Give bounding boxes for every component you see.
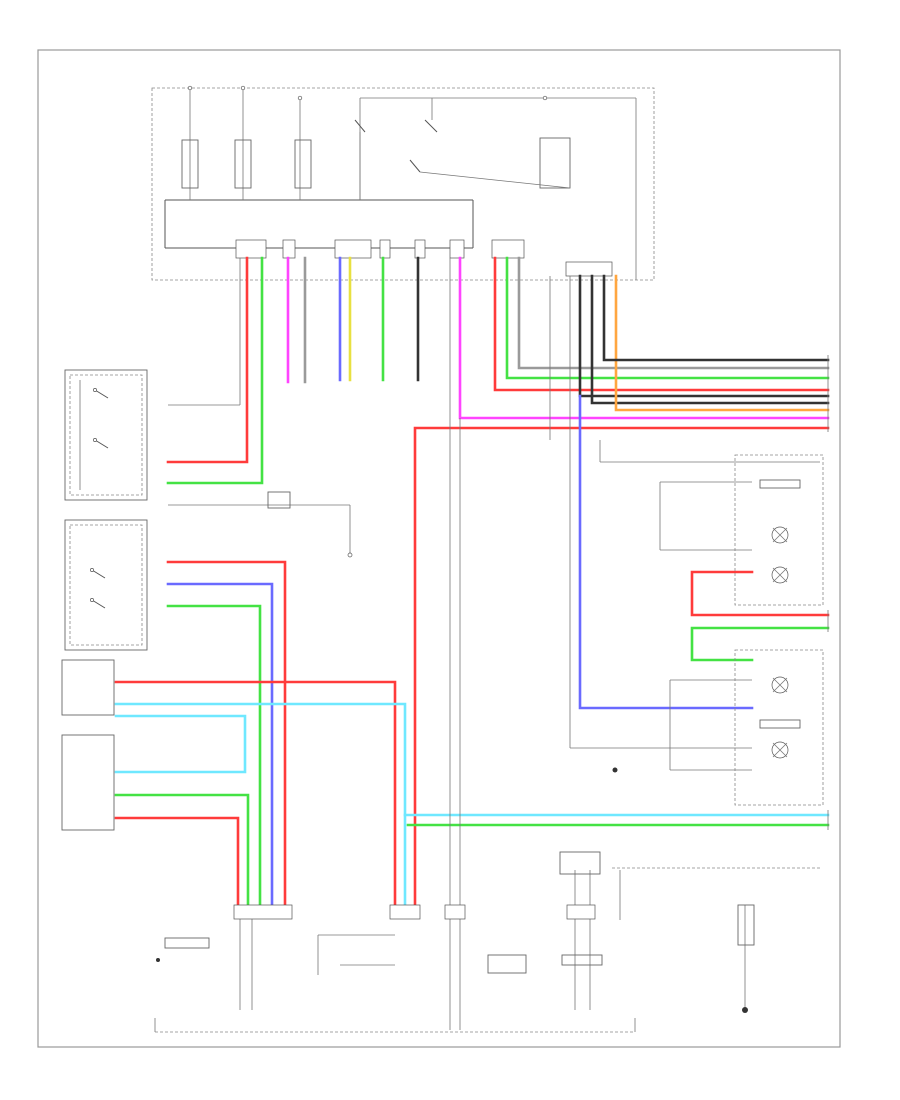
fuse-relay-block	[151, 85, 655, 281]
wire-black-right-3	[602, 274, 830, 362]
dimmer-relay	[267, 491, 353, 558]
headlight-leveling-box	[61, 659, 115, 716]
dimmer-switch	[64, 519, 148, 651]
wire-red-gauge-2	[114, 816, 240, 917]
wire-gray-right	[517, 256, 830, 370]
diagram-frame	[37, 49, 841, 1048]
signal-lines	[168, 258, 820, 1030]
block-connector-pins	[235, 239, 613, 277]
wire-cyan-gauge-1	[114, 702, 407, 917]
wire-black-right-2	[590, 274, 830, 405]
wire-red-left-headlight	[690, 570, 830, 617]
right-lamp-group	[734, 454, 824, 806]
wire-red-right	[493, 256, 830, 392]
ground-icon	[742, 1007, 748, 1013]
wire-orange-right	[614, 274, 830, 412]
wire-magenta-right	[458, 256, 830, 420]
headlamp-switch	[64, 369, 148, 501]
wire-blue-right-headlight	[578, 394, 754, 710]
wire-green-gauge	[114, 793, 250, 917]
wire-red-gauge	[114, 680, 397, 917]
wire-blue-control	[166, 582, 274, 917]
wire-red-control	[166, 560, 287, 917]
wire-red-long	[413, 426, 830, 917]
wire-green-left-highbeam	[690, 626, 830, 662]
wire-green-switch	[166, 256, 264, 485]
wire-cyan-gauge-2	[114, 714, 247, 774]
wire-green-control	[166, 604, 262, 917]
ground-symbols	[156, 767, 748, 1013]
combination-meter-box	[61, 734, 115, 831]
bottom-ecu	[154, 851, 820, 1033]
wire-bundle	[114, 256, 830, 917]
ground-icon-3	[156, 958, 160, 962]
wire-green-right	[505, 256, 830, 380]
ground-icon-2	[612, 767, 618, 773]
wire-red-switch	[166, 256, 249, 464]
